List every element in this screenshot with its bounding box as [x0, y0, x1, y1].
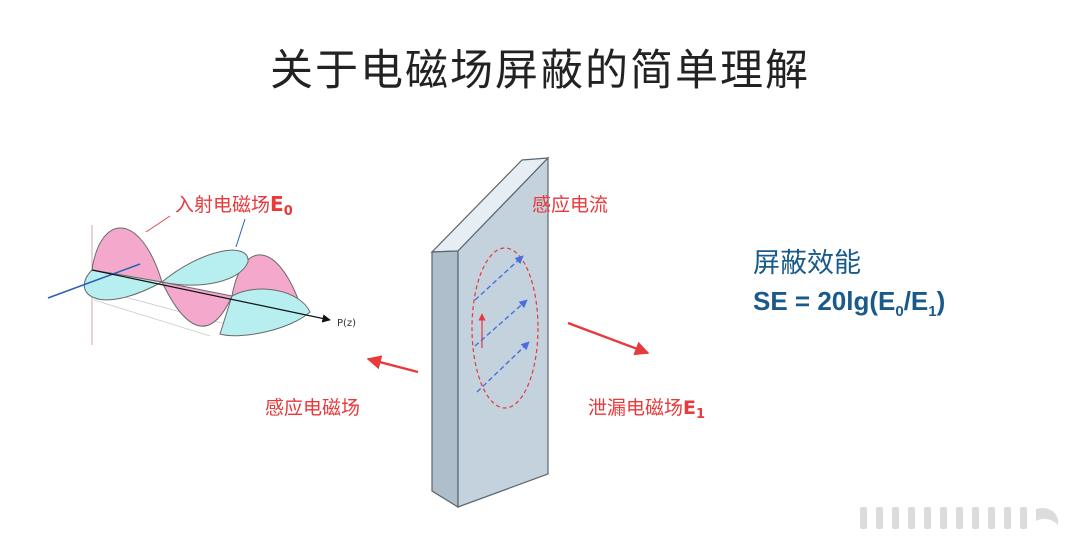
leak-field-symbol: E: [683, 397, 696, 419]
wave-diagonal-axis: [47, 263, 141, 299]
wave-z-axis: [91, 269, 331, 323]
leak-field-label: 泄漏电磁场E1: [588, 397, 705, 422]
reflected-field-arrow: [366, 355, 419, 374]
leak-field-sub: 1: [696, 407, 705, 422]
incident-field-sub: 0: [284, 204, 293, 219]
wave-e-lobe-2: [161, 281, 233, 327]
incident-pointer-1: [145, 215, 171, 233]
incident-field-text: 入射电磁场: [175, 194, 270, 216]
leak-field-text: 泄漏电磁场: [588, 397, 683, 419]
axis-z-label: P(z): [337, 318, 356, 329]
wave-h-lobe-2: [160, 249, 249, 286]
watermark-logo: [860, 507, 1059, 529]
wave-h-lobe-3: [219, 288, 311, 337]
induced-field-arrow-2: [474, 299, 528, 347]
leak-field-arrow: [567, 321, 650, 356]
shield-plate: [430, 156, 550, 509]
induced-field-arrow-1: [474, 255, 524, 301]
page-title: 关于电磁场屏蔽的简单理解: [270, 46, 810, 96]
induced-field-label: 感应电磁场: [265, 397, 360, 419]
incident-field-symbol: E: [270, 192, 284, 216]
wave-guide-line-2: [93, 299, 211, 337]
plate-face: [457, 156, 549, 508]
incident-pointer-2: [235, 218, 246, 248]
formula-sub-0: 0: [895, 303, 904, 321]
induced-current-label: 感应电流: [532, 194, 608, 216]
formula-mid: /E: [903, 286, 929, 316]
plate-side: [431, 250, 459, 509]
shielding-effectiveness-formula: SE = 20lg(E0/E1): [753, 286, 945, 320]
incident-field-label: 入射电磁场E0: [175, 192, 293, 219]
induced-current-loop: [471, 247, 539, 409]
wave-e-lobe-1: [91, 227, 163, 283]
induced-field-arrow-3: [476, 341, 530, 393]
em-wave: P(z): [47, 215, 356, 345]
formula-sub-1: 1: [928, 303, 937, 321]
formula-pre: SE = 20lg(E: [753, 286, 896, 316]
shielding-effectiveness-title: 屏蔽效能: [753, 248, 861, 279]
formula-post: ): [936, 286, 946, 316]
